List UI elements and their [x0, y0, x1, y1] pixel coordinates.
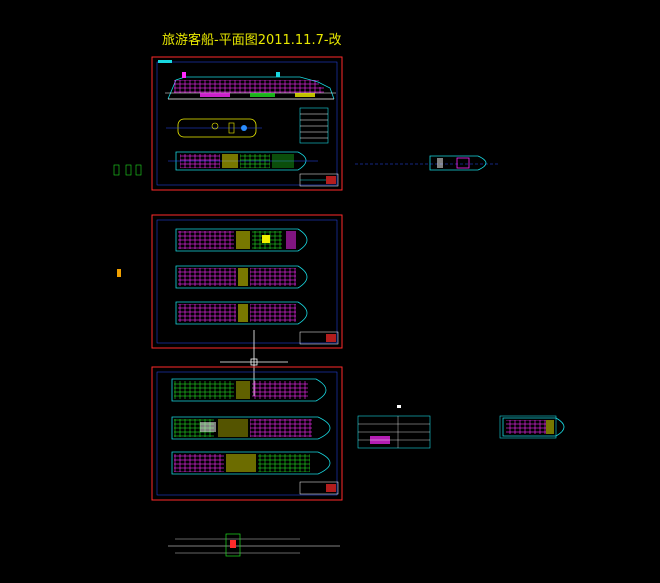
lower-deck-plan-1 [171, 378, 327, 402]
small-ship-plan-right [355, 155, 500, 171]
deck-outline-view [166, 118, 262, 138]
drawing-title: 旅游客船-平面图2011.11.7-改 [162, 33, 342, 48]
detail-table-right [357, 405, 431, 449]
title-block-1 [299, 173, 339, 187]
side-notes [113, 164, 142, 277]
lower-deck-plan-3 [171, 451, 331, 475]
title-block-3 [299, 481, 339, 495]
title-block-2 [299, 331, 339, 345]
parameter-table [299, 107, 329, 144]
bottom-elevation-view [168, 533, 340, 557]
upper-deck-plan-2 [175, 265, 308, 289]
upper-deck-plan-3 [175, 301, 308, 325]
main-deck-plan [168, 151, 318, 171]
small-deck-plan-right [499, 415, 565, 439]
sheet-lower-decks-frame[interactable] [151, 366, 343, 501]
lower-deck-plan-2 [171, 416, 331, 440]
upper-deck-plan-1 [175, 228, 308, 252]
sheet-profile-frame[interactable] [151, 56, 343, 191]
ship-profile-view [158, 60, 336, 100]
sheet-upper-decks-frame[interactable] [151, 214, 343, 349]
